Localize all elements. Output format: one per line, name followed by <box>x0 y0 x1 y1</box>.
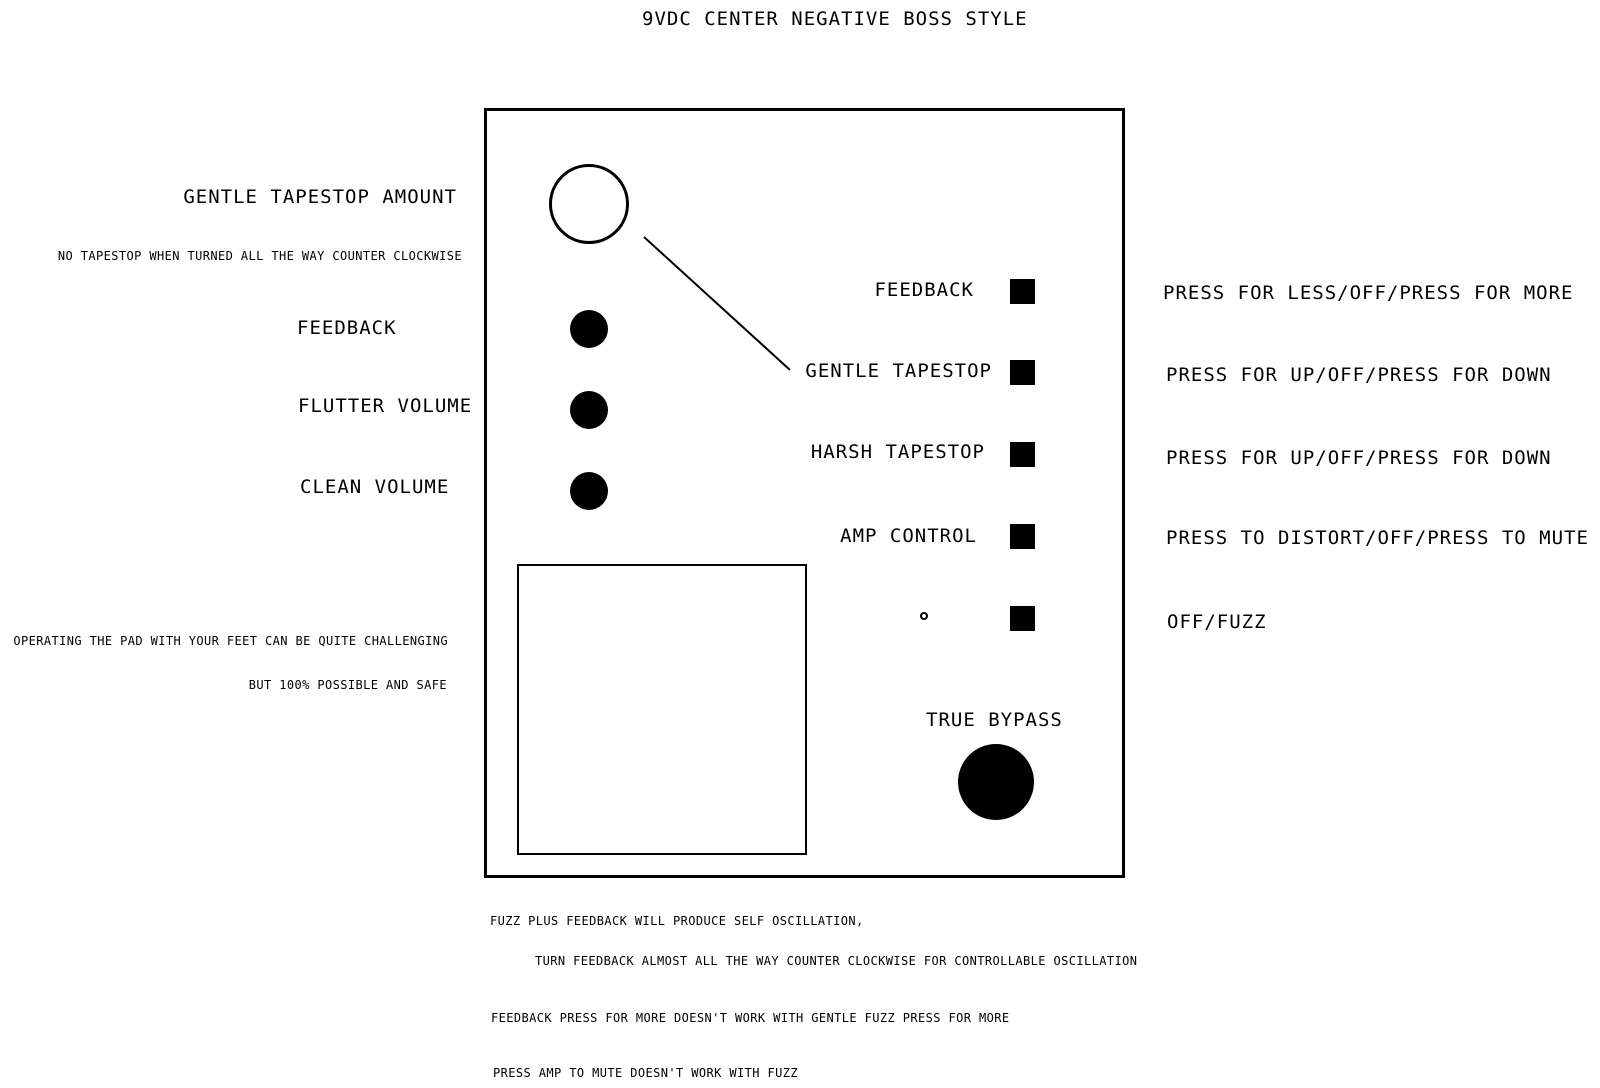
label-clean-volume: CLEAN VOLUME <box>300 476 450 498</box>
note-fuzz-feedback-1: FUZZ PLUS FEEDBACK WILL PRODUCE SELF OSC… <box>490 914 864 928</box>
clean-volume-knob <box>570 472 608 510</box>
desc-feedback-switch: PRESS FOR LESS/OFF/PRESS FOR MORE <box>1163 282 1574 304</box>
note-pad-2: BUT 100% POSSIBLE AND SAFE <box>248 678 447 692</box>
diagram-title: 9VDC CENTER NEGATIVE BOSS STYLE <box>642 8 1028 30</box>
note-feedback-gentle-fuzz: FEEDBACK PRESS FOR MORE DOESN'T WORK WIT… <box>491 1011 1010 1025</box>
feedback-knob <box>570 310 608 348</box>
harsh-tapestop-switch <box>1010 442 1035 467</box>
desc-fuzz-switch: OFF/FUZZ <box>1167 611 1267 633</box>
label-gentle-tapestop-amount: GENTLE TAPESTOP AMOUNT <box>183 186 457 208</box>
amp-control-switch <box>1010 524 1035 549</box>
gentle-tapestop-amount-knob <box>549 164 629 244</box>
enclosure-outline <box>484 108 1125 878</box>
desc-amp-control-switch: PRESS TO DISTORT/OFF/PRESS TO MUTE <box>1166 527 1589 549</box>
label-amp-control-switch: AMP CONTROL <box>840 525 977 547</box>
gentle-tapestop-switch <box>1010 360 1035 385</box>
label-true-bypass: TRUE BYPASS <box>926 709 1063 731</box>
label-feedback-switch: FEEDBACK <box>874 279 974 301</box>
expression-pad <box>517 564 807 855</box>
label-harsh-tapestop-switch: HARSH TAPESTOP <box>810 441 985 463</box>
desc-gentle-tapestop-switch: PRESS FOR UP/OFF/PRESS FOR DOWN <box>1166 364 1552 386</box>
desc-harsh-tapestop-switch: PRESS FOR UP/OFF/PRESS FOR DOWN <box>1166 447 1552 469</box>
label-feedback-knob: FEEDBACK <box>297 317 397 339</box>
note-fuzz-feedback-2: TURN FEEDBACK ALMOST ALL THE WAY COUNTER… <box>535 954 1138 968</box>
note-pad-1: OPERATING THE PAD WITH YOUR FEET CAN BE … <box>13 634 448 648</box>
note-amp-mute-fuzz: PRESS AMP TO MUTE DOESN'T WORK WITH FUZZ <box>493 1066 798 1080</box>
true-bypass-footswitch <box>958 744 1034 820</box>
label-gentle-tapestop-switch: GENTLE TAPESTOP <box>805 360 992 382</box>
feedback-switch <box>1010 279 1035 304</box>
fuzz-switch <box>1010 606 1035 631</box>
flutter-volume-knob <box>570 391 608 429</box>
indicator-led <box>920 612 928 620</box>
note-gentle-tapestop-amount: NO TAPESTOP WHEN TURNED ALL THE WAY COUN… <box>57 249 462 263</box>
label-flutter-volume: FLUTTER VOLUME <box>298 395 473 417</box>
